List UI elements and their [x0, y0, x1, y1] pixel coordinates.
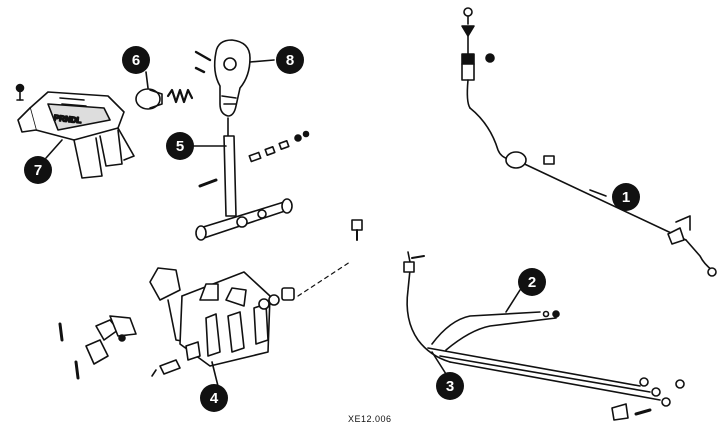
callout-7: 7	[24, 156, 52, 184]
callout-6: 6	[122, 46, 150, 74]
selector-cable	[461, 7, 717, 277]
lever-pin	[198, 178, 218, 188]
cable-clip	[485, 53, 495, 63]
leader-line-3	[431, 351, 447, 375]
linkage-parts	[58, 315, 137, 380]
callout-3: 3	[436, 372, 464, 400]
cable-retainer	[543, 155, 555, 165]
callout-8: 8	[276, 46, 304, 74]
shift-lever	[195, 117, 293, 241]
bracket-bolt	[351, 219, 363, 241]
leader-line-2	[505, 289, 521, 313]
shift-knob	[213, 39, 251, 117]
callout-7-label: 7	[34, 162, 42, 179]
callout-4: 4	[200, 384, 228, 412]
base-fittings	[258, 287, 295, 310]
leader-line-6	[145, 71, 149, 89]
callout-1-label: 1	[622, 189, 630, 206]
knob-retaining-pin	[194, 50, 212, 74]
button-spring	[166, 88, 194, 104]
console-marking-text: PRNDL	[53, 113, 81, 125]
callout-2-label: 2	[528, 274, 536, 291]
callout-2: 2	[518, 268, 546, 296]
callout-5-label: 5	[176, 138, 184, 155]
callout-6-label: 6	[132, 52, 140, 69]
selector-console-cover	[17, 91, 135, 179]
callout-3-label: 3	[446, 378, 454, 395]
leader-line-1	[589, 189, 607, 197]
figure-reference-code: XE12.006	[348, 414, 392, 424]
leader-line-4	[211, 361, 219, 387]
alignment-line	[297, 261, 351, 297]
callout-1: 1	[612, 183, 640, 211]
cable-harness	[406, 251, 685, 421]
cable-end-clip	[675, 215, 691, 231]
shift-push-button	[135, 88, 163, 110]
shifter-base-bracket	[149, 267, 271, 377]
harness-top-connector	[403, 261, 415, 273]
console-screw	[15, 83, 25, 101]
lever-fastener-set	[248, 130, 310, 163]
leader-line-7	[45, 139, 63, 159]
callout-4-label: 4	[210, 390, 219, 407]
leader-line-7-knob	[249, 59, 275, 63]
callout-5: 5	[166, 132, 194, 160]
callout-8-label: 8	[286, 52, 294, 69]
